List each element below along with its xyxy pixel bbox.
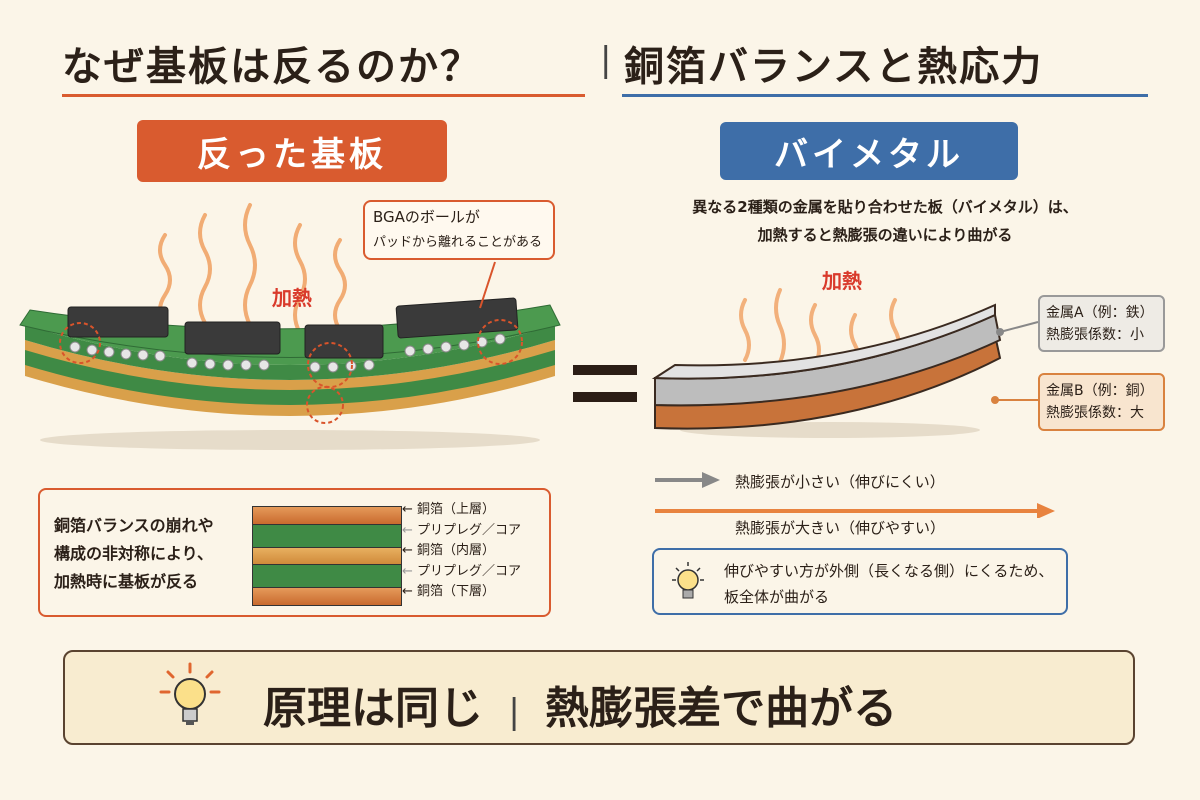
explain-line: 加熱時に基板が反る <box>54 572 199 591</box>
layer-copper-top <box>253 507 401 526</box>
metal-a-name: 金属A（例：鉄） <box>1046 305 1154 321</box>
layer-label: ← プリプレグ／コア <box>402 563 522 579</box>
layer-label: ← 銅箔（内層） <box>402 543 496 558</box>
conclusion-text: 原理は同じ | 熱膨張差で曲がる <box>263 672 897 736</box>
callout-line2: パッドから離れることがある <box>373 235 543 250</box>
equals-bar-top <box>573 365 637 375</box>
layer-prepreg <box>253 525 401 549</box>
layer-label: ← 銅箔（上層） <box>402 502 496 517</box>
title-separator: | <box>600 40 612 80</box>
layer-prepreg <box>253 564 401 588</box>
bimetal-illustration <box>651 288 1039 438</box>
metal-b-coef: 熱膨張係数：大 <box>1046 405 1144 421</box>
tip-line2: 板全体が曲がる <box>724 588 830 606</box>
bimetal-desc-line1: 異なる2種類の金属を貼り合わせた板（バイメタル）は、 <box>692 198 1078 216</box>
expansion-arrows <box>655 472 1055 518</box>
lightbulb-icon <box>672 562 704 599</box>
layer-stack <box>252 506 402 606</box>
metal-b-label: 金属B（例：銅） 熱膨張係数：大 <box>1038 373 1165 431</box>
layer-label: ← プリプレグ／コア <box>402 522 522 538</box>
title-underline-red <box>62 94 585 97</box>
bimetal-desc-line2: 加熱すると熱膨張の違いにより曲がる <box>757 226 1013 244</box>
metal-a-coef: 熱膨張係数：小 <box>1046 327 1144 343</box>
arrow-large-label: 熱膨張が大きい（伸びやすい） <box>735 519 946 537</box>
metal-b-name: 金属B（例：銅） <box>1046 383 1154 399</box>
callout-line1: BGAのボールが <box>373 208 480 226</box>
layer-copper-inner <box>253 548 401 565</box>
heat-label-left: 加熱 <box>272 286 312 310</box>
lightbulb-icon <box>159 662 221 725</box>
explain-line: 構成の非対称により、 <box>54 544 214 563</box>
conclusion-separator: | <box>508 692 520 732</box>
title-left: なぜ基板は反るのか？ <box>62 44 482 90</box>
heat-waves-icon <box>158 203 347 335</box>
chip <box>67 297 519 359</box>
heat-label-right: 加熱 <box>822 269 862 293</box>
explain-line: 銅箔バランスの崩れや <box>54 516 214 535</box>
equals-bar-bottom <box>573 392 637 402</box>
warp-explanation-box: 銅箔バランスの崩れや 構成の非対称により、 加熱時に基板が反る ← 銅箔（上層）… <box>38 488 551 617</box>
conclusion-right: 熱膨張差で曲がる <box>545 683 898 734</box>
title-right: 銅箔バランスと熱応力 <box>624 44 1044 90</box>
bimetal-tip-box: 伸びやすい方が外側（長くなる側）にくるため、 板全体が曲がる <box>652 548 1068 615</box>
layer-label: ← 銅箔（下層） <box>402 584 496 599</box>
conclusion-left: 原理は同じ <box>263 683 483 734</box>
warped-pcb-illustration <box>19 203 561 450</box>
layer-copper-bottom <box>253 587 401 605</box>
metal-a-label: 金属A（例：鉄） 熱膨張係数：小 <box>1038 295 1165 352</box>
title-underline-blue <box>622 94 1148 97</box>
conclusion-banner: 原理は同じ | 熱膨張差で曲がる <box>63 650 1135 745</box>
section-label-warped-board: 反った基板 <box>137 120 447 182</box>
bga-callout: BGAのボールが パッドから離れることがある <box>363 200 555 260</box>
section-label-bimetal: バイメタル <box>720 122 1018 180</box>
tip-line1: 伸びやすい方が外側（長くなる側）にくるため、 <box>724 562 1054 580</box>
arrow-small-label: 熱膨張が小さい（伸びにくい） <box>735 473 945 491</box>
